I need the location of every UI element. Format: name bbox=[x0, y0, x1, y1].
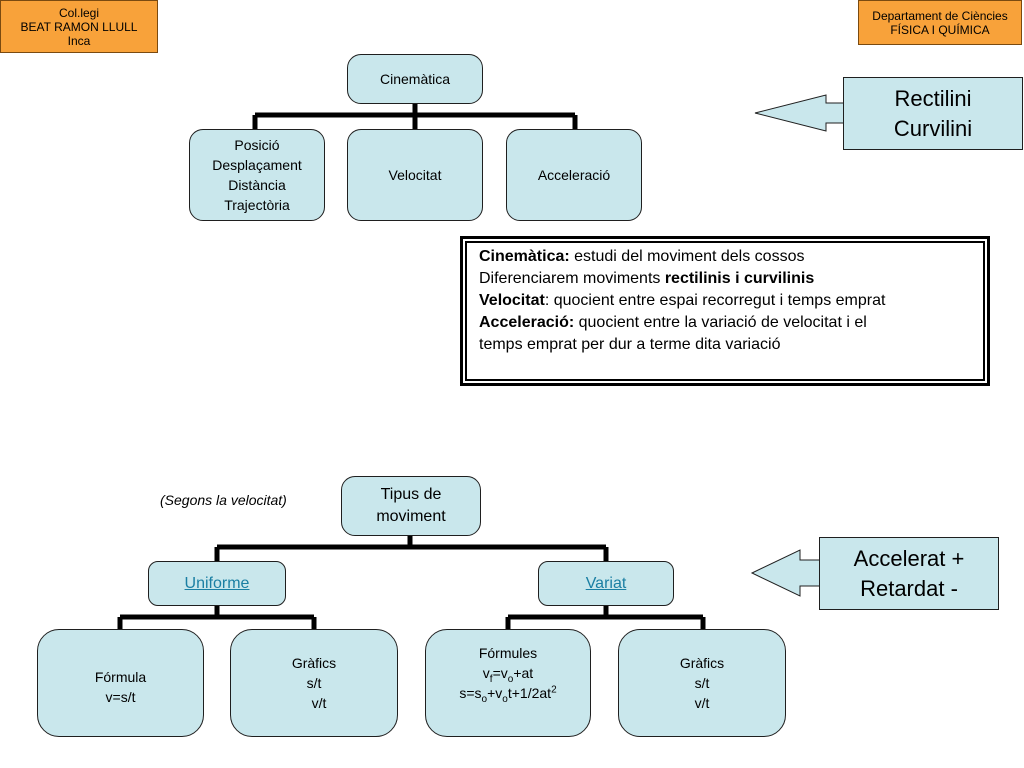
node-tipus-moviment: Tipus de moviment bbox=[341, 476, 481, 536]
formula-position: s=so+vot+1/2at2 bbox=[459, 684, 557, 705]
definitions-box: Cinemàtica: estudi del moviment dels cos… bbox=[460, 236, 990, 386]
node-grafics1-title: Gràfics bbox=[291, 655, 337, 671]
school-header: Col.legi BEAT RAMON LLULL Inca bbox=[0, 0, 158, 53]
formula-velocity: vf=vo+at bbox=[482, 665, 534, 685]
node-velocitat-label: Velocitat bbox=[388, 167, 442, 183]
node-variat[interactable]: Variat bbox=[538, 561, 674, 606]
callout-accelerat-retardat: Accelerat + Retardat - bbox=[819, 537, 999, 610]
node-formula-title: Fórmula bbox=[94, 669, 147, 685]
uniforme-link[interactable]: Uniforme bbox=[184, 574, 250, 592]
callout-accelerat: Accelerat + bbox=[853, 545, 965, 571]
node-grafics-variat: Gràfics s/t v/t bbox=[618, 629, 786, 737]
definition-line-1: Cinemàtica: estudi del moviment dels cos… bbox=[479, 248, 805, 265]
node-formules-title: Fórmules bbox=[478, 645, 538, 661]
callout-curvilini: Curvilini bbox=[893, 115, 973, 141]
department-line-2: FÍSICA I QUÍMICA bbox=[890, 22, 990, 37]
node-cinematica-label: Cinemàtica bbox=[379, 71, 451, 87]
variat-link[interactable]: Variat bbox=[585, 574, 627, 592]
node-tipus-line-1: Tipus de bbox=[380, 486, 442, 503]
node-grafics1-st: s/t bbox=[306, 675, 322, 691]
node-formula: Fórmula v=s/t bbox=[37, 629, 204, 737]
node-posicio-line-4: Trajectòria bbox=[224, 197, 290, 213]
node-formula-eq: v=s/t bbox=[105, 689, 136, 705]
department-header: Departament de Ciències FÍSICA I QUÍMICA bbox=[858, 0, 1022, 45]
node-grafics2-title: Gràfics bbox=[679, 655, 725, 671]
arrow-left-icon bbox=[750, 549, 821, 597]
callout-rectilini-curvilini: Rectilini Curvilini bbox=[843, 77, 1023, 150]
definition-line-4: Acceleració: quocient entre la variació … bbox=[479, 314, 867, 331]
school-line-1: Col.legi bbox=[58, 5, 100, 20]
definition-line-2: Diferenciarem moviments rectilinis i cur… bbox=[479, 270, 815, 287]
callout-rectilini: Rectilini bbox=[894, 85, 972, 111]
node-grafics2-st: s/t bbox=[694, 675, 710, 691]
callout-retardat: Retardat - bbox=[860, 575, 958, 601]
node-cinematica: Cinemàtica bbox=[347, 54, 483, 104]
node-tipus-line-2: moviment bbox=[376, 508, 446, 525]
node-grafics1-vt: v/t bbox=[311, 695, 327, 711]
node-posicio-line-3: Distància bbox=[228, 177, 286, 193]
node-acceleracio-label: Acceleració bbox=[537, 167, 611, 183]
department-line-1: Departament de Ciències bbox=[872, 8, 1008, 23]
node-acceleracio: Acceleració bbox=[506, 129, 642, 221]
node-formules-variat: Fórmules vf=vo+at s=so+vot+1/2at2 bbox=[425, 629, 591, 737]
definition-line-3: Velocitat: quocient entre espai recorreg… bbox=[479, 292, 886, 309]
note-segons-velocitat: (Segons la velocitat) bbox=[160, 492, 287, 508]
node-grafics2-vt: v/t bbox=[694, 695, 710, 711]
node-uniforme[interactable]: Uniforme bbox=[148, 561, 286, 606]
node-velocitat: Velocitat bbox=[347, 129, 483, 221]
node-posicio-line-1: Posició bbox=[234, 137, 280, 153]
node-posicio: Posició Desplaçament Distància Trajectòr… bbox=[189, 129, 325, 221]
definition-line-5: temps emprat per dur a terme dita variac… bbox=[479, 336, 781, 353]
arrow-left-icon bbox=[754, 94, 845, 132]
node-posicio-line-2: Desplaçament bbox=[212, 157, 302, 173]
school-line-2: BEAT RAMON LLULL bbox=[20, 19, 138, 34]
school-line-3: Inca bbox=[67, 33, 91, 48]
node-grafics-uniforme: Gràfics s/t v/t bbox=[230, 629, 398, 737]
